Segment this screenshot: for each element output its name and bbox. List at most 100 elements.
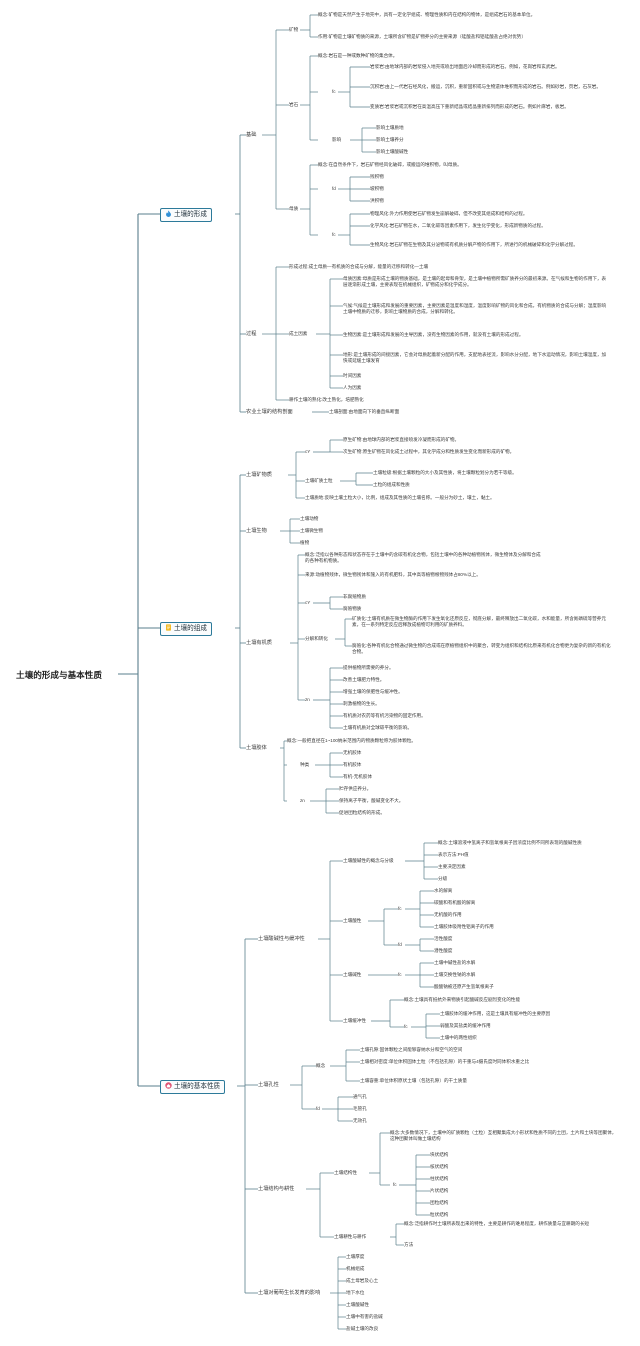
node-pore-c3: 土壤容重:单位体积原状土壤（包括孔隙）的干土质量 bbox=[360, 1078, 467, 1083]
node-particle-composition: 土粒的组成和性质 bbox=[373, 482, 410, 487]
node-basis: 基础 bbox=[246, 132, 257, 138]
node-alkalinity: 土壤碱性 bbox=[343, 972, 362, 977]
node-inf1: 影响土壤质地 bbox=[376, 125, 404, 130]
main-topic-formation[interactable]: 土壤的形成 bbox=[160, 208, 212, 222]
node-profile-desc: 土壤剖面:由地面向下的垂直纵断面 bbox=[329, 409, 400, 414]
node-alkalinity-k3: 酸酸钠被还原产生氢氧根离子 bbox=[434, 984, 494, 989]
node-grape-g6: 土壤中有害的盐碱 bbox=[346, 1314, 383, 1319]
node-colloid-zn: zn bbox=[300, 798, 305, 803]
node-rock: 岩石 bbox=[289, 102, 299, 107]
node-inf2: 影响土壤养分 bbox=[376, 137, 404, 142]
main-topic-composition[interactable]: 土壤的组成 bbox=[160, 622, 212, 636]
node-metamorphic: 变质岩:岩浆岩或沉积岩在高温高压下重新结晶或结晶重新排列而形成的岩石。例如片麻岩… bbox=[370, 104, 569, 109]
node-mineral-particle: 土壤矿质土粒 bbox=[305, 478, 333, 483]
node-structure-s2: 核状结构 bbox=[430, 1164, 449, 1169]
node-organic-zn: zn bbox=[305, 697, 310, 702]
node-alkalinity-k2: 土壤交换性钠的水解 bbox=[434, 972, 476, 977]
node-pore-fd: fd bbox=[316, 1106, 320, 1111]
node-rock-influence: 影响 bbox=[332, 137, 342, 142]
node-profile: 农业土壤的结构剖面 bbox=[246, 409, 293, 415]
node-structure-s6: 粒状结构 bbox=[430, 1212, 449, 1217]
node-structure-s4: 片状结构 bbox=[430, 1188, 449, 1193]
node-parent-fd: fd bbox=[332, 186, 336, 191]
node-factors: 成土因素 bbox=[289, 331, 308, 336]
node-bio-microbe: 土壤微生物 bbox=[300, 528, 323, 533]
node-colloid-k2: 有机胶体 bbox=[343, 762, 362, 767]
node-organic-z6: 土壤有机质对全球碳平衡的影响。 bbox=[343, 725, 412, 730]
node-colloid-z1: 贮存供应养分。 bbox=[339, 786, 372, 791]
node-magma: 岩浆岩:由地球内部的岩浆侵入地壳或喷出地面后冷却而形成的岩石。例如，花岗岩和玄武… bbox=[370, 64, 560, 69]
node-grape-g7: 盐碱土壤的改良 bbox=[346, 1326, 379, 1331]
node-acidity-fd: fd bbox=[398, 942, 402, 947]
node-acid-c4: 分级 bbox=[438, 876, 448, 881]
node-acid-c1: 概念:土壤溶液中氢离子和氢氧根离子因浓度比例不同所表现的酸碱性质 bbox=[438, 840, 582, 845]
note-icon bbox=[165, 624, 172, 631]
node-acid-c2: 表示方法:PH值 bbox=[438, 852, 469, 857]
node-physical: 物理风化:外力作用使岩石矿物发生崩解破碎，但不改变其组成和结构的过程。 bbox=[370, 211, 528, 216]
node-inf3: 影响土壤酸碱性 bbox=[376, 149, 409, 154]
node-pore-c2: 土壤相对密度:单位体积固体土粒（不包括孔隙）的干重与4摄氏度时同体积水重之比 bbox=[360, 1059, 530, 1064]
node-structure-s3: 柱状结构 bbox=[430, 1176, 449, 1181]
node-colloid-k1: 无机胶体 bbox=[343, 750, 362, 755]
node-factor-climate: 气候:气候是土壤形成和发展的重要因素，主要因素是温度和湿度，温度影响矿物的风化和… bbox=[343, 303, 607, 315]
node-acidity-a5: 活性酸度 bbox=[434, 936, 453, 941]
node-grape-g5: 土壤酸碱性 bbox=[346, 1302, 369, 1307]
node-structure-s5: 团粒结构 bbox=[430, 1200, 449, 1205]
main-topic-properties[interactable]: 土壤的基本性质 bbox=[160, 1080, 226, 1094]
node-tillage: 土壤耕性与耕作 bbox=[334, 1234, 367, 1239]
node-organic-source: 来源:动植物残体，微生物残体和施入的有机肥料，其中高等植物根物残体占80%以上。 bbox=[305, 572, 481, 577]
node-d3: 洪积物 bbox=[370, 198, 384, 203]
node-pore-p1: 通气孔 bbox=[353, 1094, 367, 1099]
node-colloid-z2: 保持离子平衡，酸碱变化不大。 bbox=[339, 798, 404, 803]
main-topic-composition-label: 土壤的组成 bbox=[174, 625, 207, 632]
node-structure-fc: fc bbox=[393, 1182, 397, 1187]
node-humification: 腐殖化:各种有机化合物通过微生物的合成或在原植物组织中的聚合，转变为组织和结构比… bbox=[352, 643, 611, 655]
node-buffer-concept: 概念:土壤具有抵抗外来物质引起酸碱反应剧烈变化的性能 bbox=[404, 997, 521, 1002]
node-d2: 坡积物 bbox=[370, 186, 384, 191]
node-structure-struct: 土壤结构性 bbox=[334, 1170, 357, 1175]
node-grape-g3: 成土母岩及心土 bbox=[346, 1278, 379, 1283]
node-soil-bio: 土壤生物 bbox=[246, 528, 267, 534]
node-factor-terrain: 地形:是土壤形成的间接因素，它会对母质起着新分配的作用，支配地表径流，影响水分分… bbox=[343, 352, 607, 364]
node-organic: 土壤有机质 bbox=[246, 640, 272, 646]
node-tillage-concept: 概念:泛指耕作时土壤所表现出来的特性，主要是耕作的难易程度，耕作质量与宜耕期的长… bbox=[404, 1221, 590, 1226]
home-icon bbox=[165, 1082, 172, 1089]
node-mineral-role: 作用:矿物是土壤矿物质的来源，土壤所含矿物是矿物养分的主要来源（硅酸盐和铝硅酸盐… bbox=[318, 34, 526, 39]
node-decomposition: 分解和转化 bbox=[305, 636, 328, 641]
node-humus: 腐殖物质 bbox=[343, 606, 362, 611]
node-buffer-b2: 弱酸及其盐类的缓冲作用 bbox=[440, 1023, 491, 1028]
node-alkalinity-k1: 土壤中碱性盐的水解 bbox=[434, 960, 476, 965]
main-topic-properties-label: 土壤的基本性质 bbox=[174, 1083, 221, 1090]
node-biological: 生物风化:岩石矿物在生物及其分泌物或有机质分解产物的作用下，所进行的机械破碎和化… bbox=[370, 242, 578, 247]
node-parent-concept: 概念:在自然条件下，岩石矿物经风化破碎，或搬运的堆积物，叫母质。 bbox=[318, 162, 462, 167]
node-factor-parent: 母质因素:母质是形成土壤的物质基础，是土壤的起母和骨架，是土壤中植物所需矿质养分… bbox=[343, 276, 607, 288]
node-non-humus: 非腐殖物质 bbox=[343, 594, 366, 599]
node-grape: 土壤对葡萄生长发育的影响 bbox=[258, 1290, 321, 1296]
node-d1: 残积物 bbox=[370, 174, 384, 179]
fire-icon bbox=[165, 210, 172, 217]
node-buffer-b3: 土壤中的两性组织 bbox=[440, 1035, 477, 1040]
node-acid-c3: 主要决定因素 bbox=[438, 864, 466, 869]
node-pore-c1: 土壤孔隙:固体颗粒之间能够容纳水分和空气的空间 bbox=[360, 1047, 463, 1052]
node-colloid: 土壤胶体 bbox=[246, 745, 267, 751]
node-secondary-mineral: 次生矿物:原生矿物在风化成土过程中，其化学成分和性质发生变化而新形成的矿物。 bbox=[343, 449, 515, 454]
node-formation-process: 形成过程:成土母质—有机质的合成与分解，能量的迁移和转化—土壤 bbox=[289, 264, 429, 269]
node-factor-biology: 生物因素:是土壤形成和发展的主导因素，没有生物因素的作用，就没有土壤的形成过程。 bbox=[343, 332, 524, 337]
node-factor-human: 人为因素 bbox=[343, 385, 362, 390]
node-colloid-k3: 有机-无机胶体 bbox=[343, 774, 373, 779]
node-grape-g4: 地下水位 bbox=[346, 1290, 365, 1295]
node-organic-z3: 增强土壤的保肥性与缓冲性。 bbox=[343, 689, 403, 694]
node-structure-s1: 块状结构 bbox=[430, 1152, 449, 1157]
node-mineral: 矿物 bbox=[289, 27, 299, 32]
node-organic-cy: cY bbox=[305, 600, 311, 605]
node-alkalinity-fc: fc bbox=[398, 972, 402, 977]
node-acidity-a4: 土壤胶体吸附性铝离子的作用 bbox=[434, 924, 494, 929]
node-parent: 母质 bbox=[289, 206, 299, 211]
node-bio-plant: 植物 bbox=[300, 540, 310, 545]
node-primary-mineral: 原生矿物:由地球内部的岩浆直接喷发冷凝而形成的矿物。 bbox=[343, 437, 460, 442]
node-buffer-b1: 土壤胶体的缓冲作用，这是土壤具有缓冲性的主要原因 bbox=[440, 1011, 551, 1016]
node-acidity-a3: 无机酸的作用 bbox=[434, 912, 462, 917]
node-buffer-fc: fc bbox=[404, 1024, 408, 1029]
node-soil-texture: 土壤质地:反映土壤土粒大小，比例，组成及其性质的土壤名称。一般分为砂土，壤土，黏… bbox=[305, 495, 495, 500]
